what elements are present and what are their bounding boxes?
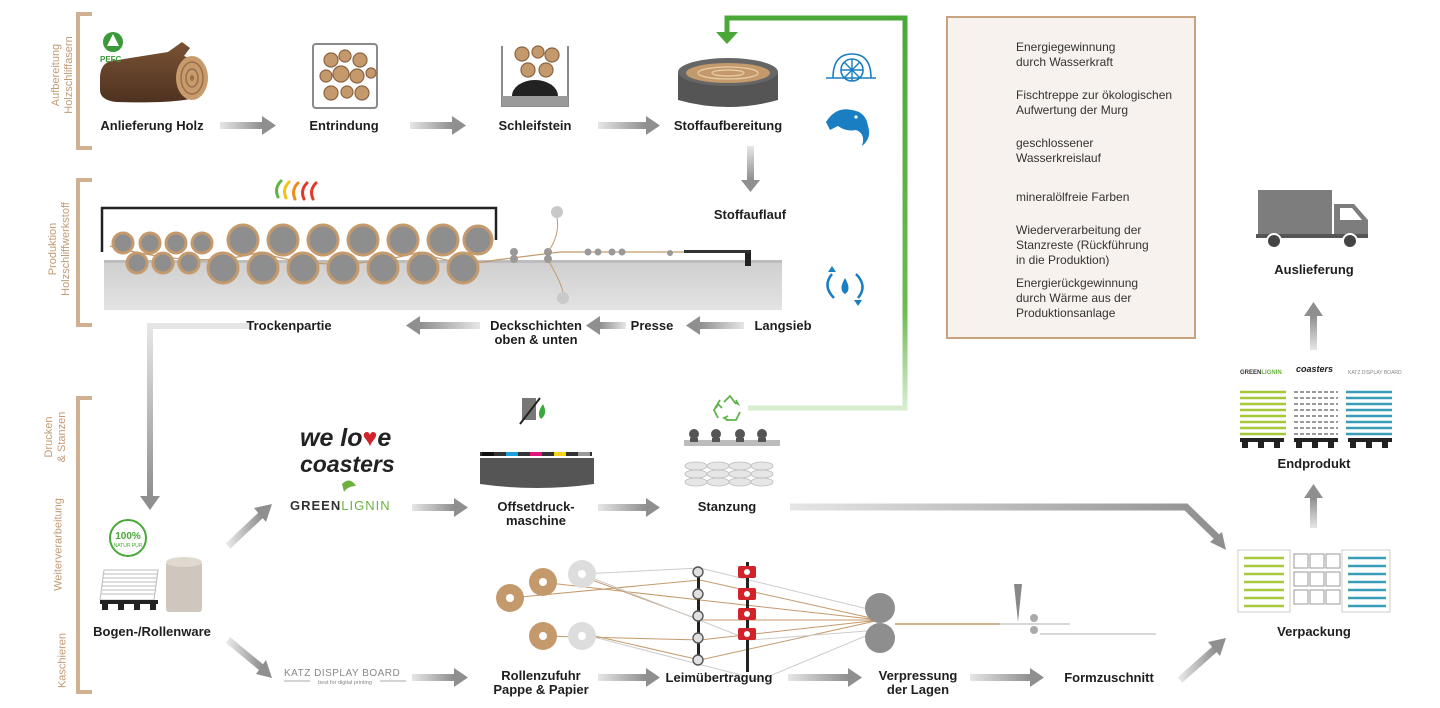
svg-text:KATZ DISPLAY BOARD: KATZ DISPLAY BOARD [284, 668, 400, 679]
end-product-stacks [1240, 390, 1392, 448]
step-verpackung: Verpackung [1277, 624, 1351, 639]
arrow-left [686, 316, 744, 335]
pefc-logo: PEFC [100, 32, 123, 64]
arrow-diagonal-down [225, 637, 272, 678]
arrow-diagonal-up [1177, 638, 1226, 683]
arrow-to-packaging [790, 503, 1226, 550]
step-stanzung: Stanzung [697, 499, 757, 514]
offset-press-icon [480, 452, 594, 488]
arrow-up [1304, 484, 1323, 528]
arrow [598, 116, 660, 135]
svg-text:best for digital printing: best for digital printing [318, 680, 372, 686]
legend-text: Energierückgewinnung durch Wärme aus der… [1016, 276, 1139, 320]
paper-machine [100, 206, 782, 310]
svg-text:coasters: coasters [300, 451, 395, 477]
arrow [970, 668, 1044, 687]
step-stoffaufbereitung: Stoffaufbereitung [673, 118, 783, 133]
mineral-oil-free-ink-icon [519, 397, 546, 425]
step-leimuebertragung: Leimübertragung [665, 670, 773, 685]
step-presse: Presse [630, 318, 674, 333]
section-label-drucken: Drucken & Stanzen [43, 411, 68, 463]
log-stack-icon [312, 43, 378, 109]
packaging-boxes [1237, 549, 1391, 613]
pefc-text: PEFC [100, 55, 122, 64]
step-bogen-rollenware: Bogen-/Rollenware [93, 624, 211, 639]
legend-item: Wiederverarbeitung der Stanzreste (Rückf… [948, 223, 1194, 267]
legend-box: Energiegewinnung durch Wasserkraft Fisch… [946, 16, 1196, 339]
step-deckschichten: Deckschichten oben & unten [490, 318, 582, 347]
legend-item: Energiegewinnung durch Wasserkraft [948, 40, 1194, 80]
step-formzuschnitt: Formzuschnitt [1064, 670, 1154, 685]
legend-text: geschlossener Wasserkreislauf [1016, 136, 1101, 165]
step-offsetdruckmaschine: Offsetdruck- maschine [497, 499, 575, 528]
svg-text:GREENLIGNIN: GREENLIGNIN [1240, 370, 1282, 376]
arrow-down-left [140, 323, 250, 510]
svg-text:GREENLIGNIN: GREENLIGNIN [290, 498, 391, 513]
step-stoffauflauf: Stoffauflauf [713, 207, 787, 222]
legend-item: Fischtreppe zur ökologischen Aufwertung … [948, 88, 1194, 128]
step-rollenzufuhr: Rollenzufuhr Pappe & Papier [493, 668, 589, 697]
water-cycle-icon [826, 266, 864, 306]
end-product-brands: GREENLIGNIN coasters KATZ DISPLAY BOARD [1240, 364, 1402, 376]
legend-text: Energiegewinnung durch Wasserkraft [1016, 40, 1116, 69]
arrow [788, 668, 862, 687]
natural-badge: 100% NATUR PUR [109, 519, 147, 557]
sheet-roll-stock-icon [99, 557, 202, 612]
step-endprodukt: Endprodukt [1277, 456, 1351, 471]
step-langsieb: Langsieb [754, 318, 812, 333]
svg-text:100%: 100% [115, 531, 141, 542]
svg-text:coasters: coasters [1296, 364, 1333, 374]
fish-icon [826, 109, 870, 146]
section-brackets [76, 12, 92, 694]
svg-text:we lo♥e: we lo♥e [300, 424, 391, 452]
water-wheel-icon [826, 53, 876, 82]
legend-text: Wiederverarbeitung der Stanzreste (Rückf… [1016, 223, 1149, 267]
step-anlieferung-holz: Anlieferung Holz [100, 118, 204, 133]
arrow-down [741, 146, 760, 192]
svg-text:NATUR PUR: NATUR PUR [114, 543, 143, 549]
lamination-line [496, 560, 1156, 681]
svg-text:KATZ DISPLAY BOARD: KATZ DISPLAY BOARD [1348, 370, 1402, 376]
arrow [598, 668, 660, 687]
section-label-weiterverarbeitung: Weiterverarbeitung [52, 498, 65, 591]
arrow [412, 498, 468, 517]
legend-item: Energierückgewinnung durch Wärme aus der… [948, 276, 1194, 320]
legend-text: mineralölfreie Farben [1016, 190, 1130, 204]
heat-recovery-icon [275, 179, 318, 201]
die-cutting-icon [684, 429, 780, 487]
arrow [412, 668, 468, 687]
legend-item: geschlossener Wasserkreislauf [948, 136, 1194, 176]
arrow [410, 116, 466, 135]
katz-display-board-logo: KATZ DISPLAY BOARD best for digital prin… [284, 668, 406, 686]
legend-item: mineralölfreie Farben [948, 190, 1194, 230]
step-entrindung: Entrindung [309, 118, 379, 133]
greenlignin-logo: GREENLIGNIN [290, 480, 391, 513]
arrow-up [1304, 302, 1323, 350]
step-auslieferung: Auslieferung [1274, 262, 1354, 277]
truck-icon [1256, 190, 1368, 249]
recycle-icon [712, 394, 741, 421]
step-verpressung: Verpressung der Lagen [878, 668, 958, 697]
arrow [220, 116, 276, 135]
arrow-diagonal-up [225, 504, 272, 549]
we-love-coasters-logo: we lo♥e coasters [300, 424, 395, 477]
section-label-produktion: Produktion Holzschliffwerkstoff [47, 202, 72, 296]
step-schleifstein: Schleifstein [498, 118, 572, 133]
arrow [598, 498, 660, 517]
legend-text: Fischtreppe zur ökologischen Aufwertung … [1016, 88, 1173, 117]
section-label-aufbereitung: Aufbereitung Holzschliffasern [50, 36, 75, 114]
recycling-return-line [716, 15, 908, 411]
section-label-kaschieren: Kaschieren [56, 632, 69, 689]
arrow-left [406, 316, 480, 335]
step-trockenpartie: Trockenpartie [246, 318, 332, 333]
wood-log-icon [100, 42, 208, 103]
pulp-vat-icon [678, 58, 778, 107]
grindstone-icon [501, 45, 569, 107]
arrow-left [586, 316, 626, 335]
